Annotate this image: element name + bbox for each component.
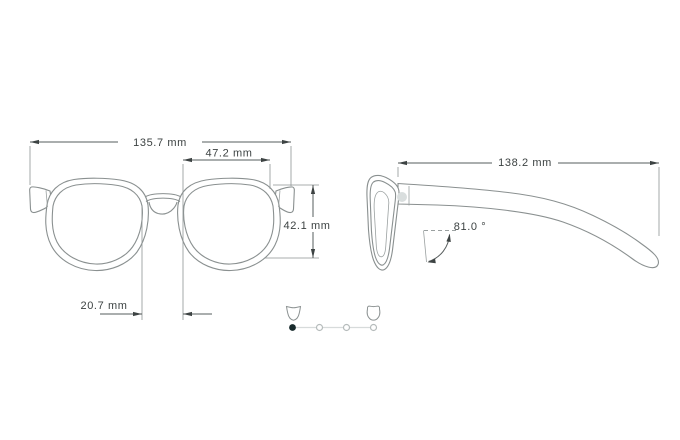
- hinge-rivet: [397, 192, 407, 202]
- arrow-lens-left: [183, 157, 192, 163]
- front-bridge-keyhole: [148, 201, 178, 215]
- arrow-temple-right: [650, 160, 659, 166]
- front-view-dimensions: 135.7 mm 47.2 mm 42.1 mm 20.7 mm: [29, 134, 331, 320]
- stepper-dot-2[interactable]: [315, 323, 324, 332]
- arrow-total-right: [282, 139, 291, 145]
- dim-total-width-label: 135.7 mm: [133, 137, 187, 149]
- angle-ray-vertical: [423, 230, 427, 263]
- arrow-lens-right: [261, 157, 270, 163]
- stepper-dot-1[interactable]: [289, 324, 296, 331]
- side-temple-arm: [397, 182, 660, 269]
- front-bridge-bottom: [145, 197, 181, 202]
- arrow-height-top: [310, 185, 316, 194]
- stepper-dot-3[interactable]: [342, 323, 351, 332]
- front-left-lens-inner: [51, 183, 143, 265]
- front-bridge-top: [144, 193, 182, 198]
- front-left-hinge-line: [45, 190, 48, 208]
- dim-bridge-width-label: 20.7 mm: [81, 300, 128, 312]
- glasses-side-view-drawing: [366, 174, 660, 271]
- dim-lens-width-label: 47.2 mm: [206, 148, 253, 160]
- dim-pantoscopic-angle-label: 81.0 °: [454, 221, 486, 233]
- arrow-bridge-left: [133, 311, 142, 317]
- arrow-height-bottom: [310, 249, 316, 258]
- front-right-lens-inner: [183, 183, 275, 265]
- arrow-angle-top: [446, 233, 451, 242]
- glasses-side-icon[interactable]: [366, 305, 381, 321]
- front-right-hinge-line: [278, 190, 281, 208]
- arrow-bridge-right: [183, 311, 192, 317]
- arrow-total-left: [30, 139, 39, 145]
- glasses-front-icon[interactable]: [285, 305, 302, 321]
- angle-arc: [428, 234, 450, 262]
- side-view-dimensions: 138.2 mm 81.0 °: [397, 154, 660, 264]
- glasses-front-view-drawing: [29, 177, 295, 272]
- stepper-dot-4[interactable]: [369, 323, 378, 332]
- side-frame-front-inner: [369, 180, 397, 266]
- side-lens-edge: [373, 190, 390, 258]
- view-stepper: [285, 305, 381, 332]
- dim-lens-height-label: 42.1 mm: [284, 220, 331, 232]
- arrow-temple-left: [398, 160, 407, 166]
- dim-temple-length-label: 138.2 mm: [498, 157, 552, 169]
- arrow-angle-bottom: [427, 258, 436, 264]
- front-left-lens-outer: [45, 177, 149, 272]
- front-right-lens-outer: [177, 177, 281, 272]
